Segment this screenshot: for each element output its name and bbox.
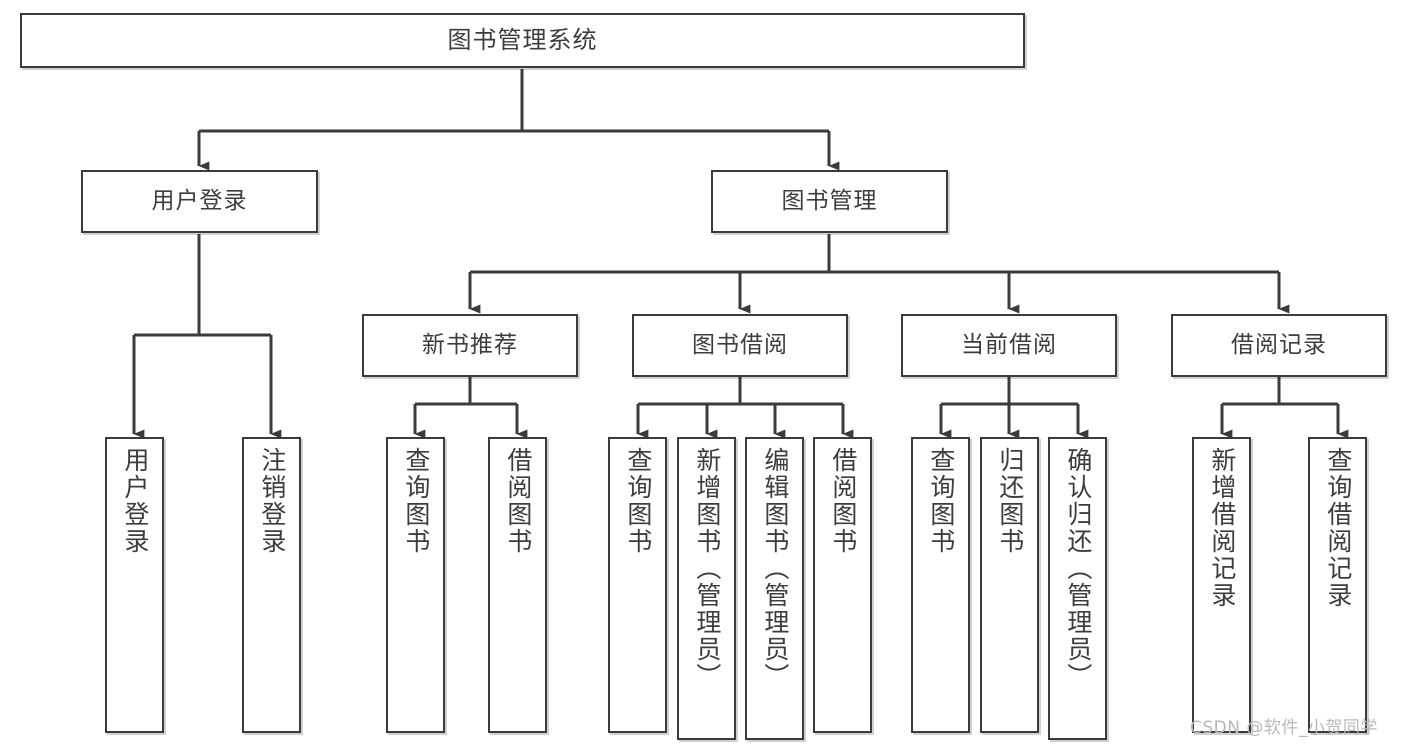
node-borrow-record[interactable]: 借阅记录 bbox=[1171, 314, 1387, 377]
node-leaf-return-book[interactable]: 归还图书 bbox=[980, 437, 1039, 733]
node-leaf-add-book[interactable]: 新增图书（管理员） bbox=[677, 437, 736, 740]
node-current-borrow[interactable]: 当前借阅 bbox=[901, 314, 1117, 377]
node-leaf-user-logout[interactable]: 注销登录 bbox=[242, 437, 301, 733]
node-leaf-query-book-1[interactable]: 查询图书 bbox=[386, 437, 445, 733]
node-label: 借阅图书 bbox=[503, 447, 533, 555]
node-leaf-user-login[interactable]: 用户登录 bbox=[105, 437, 164, 733]
node-label: 借阅图书 bbox=[828, 447, 858, 555]
node-label: 编辑图书（管理员） bbox=[760, 447, 790, 690]
node-label: 查询图书 bbox=[401, 447, 431, 555]
node-leaf-query-borrow-record[interactable]: 查询借阅记录 bbox=[1308, 437, 1367, 733]
node-leaf-add-borrow-record[interactable]: 新增借阅记录 bbox=[1192, 437, 1251, 733]
node-book-manage[interactable]: 图书管理 bbox=[711, 170, 948, 233]
node-leaf-query-book-3[interactable]: 查询图书 bbox=[911, 437, 970, 733]
node-label: 用户登录 bbox=[120, 447, 150, 555]
node-leaf-borrow-book-1[interactable]: 借阅图书 bbox=[488, 437, 547, 733]
node-book-borrow[interactable]: 图书借阅 bbox=[632, 314, 848, 377]
node-label: 查询图书 bbox=[623, 447, 653, 555]
node-label: 当前借阅 bbox=[961, 332, 1057, 359]
node-label: 新增图书（管理员） bbox=[692, 447, 722, 690]
node-label: 用户登录 bbox=[151, 188, 248, 215]
node-label: 图书借阅 bbox=[692, 332, 788, 359]
node-label: 查询图书 bbox=[926, 447, 956, 555]
node-label: 注销登录 bbox=[257, 447, 287, 555]
node-leaf-confirm-return[interactable]: 确认归还（管理员） bbox=[1048, 437, 1107, 740]
node-label: 图书管理 bbox=[781, 188, 878, 215]
node-label: 图书管理系统 bbox=[447, 25, 598, 54]
node-label: 归还图书 bbox=[995, 447, 1025, 555]
node-user-login[interactable]: 用户登录 bbox=[81, 170, 318, 233]
node-leaf-borrow-book-2[interactable]: 借阅图书 bbox=[813, 437, 872, 733]
node-label: 借阅记录 bbox=[1231, 332, 1327, 359]
node-label: 确认归还（管理员） bbox=[1063, 447, 1093, 690]
node-root-book-management-system[interactable]: 图书管理系统 bbox=[20, 13, 1025, 68]
node-leaf-edit-book[interactable]: 编辑图书（管理员） bbox=[745, 437, 804, 740]
node-label: 新书推荐 bbox=[422, 332, 518, 359]
node-new-book-recommend[interactable]: 新书推荐 bbox=[362, 314, 578, 377]
node-label: 查询借阅记录 bbox=[1323, 447, 1353, 609]
node-label: 新增借阅记录 bbox=[1207, 447, 1237, 609]
node-leaf-query-book-2[interactable]: 查询图书 bbox=[608, 437, 667, 733]
